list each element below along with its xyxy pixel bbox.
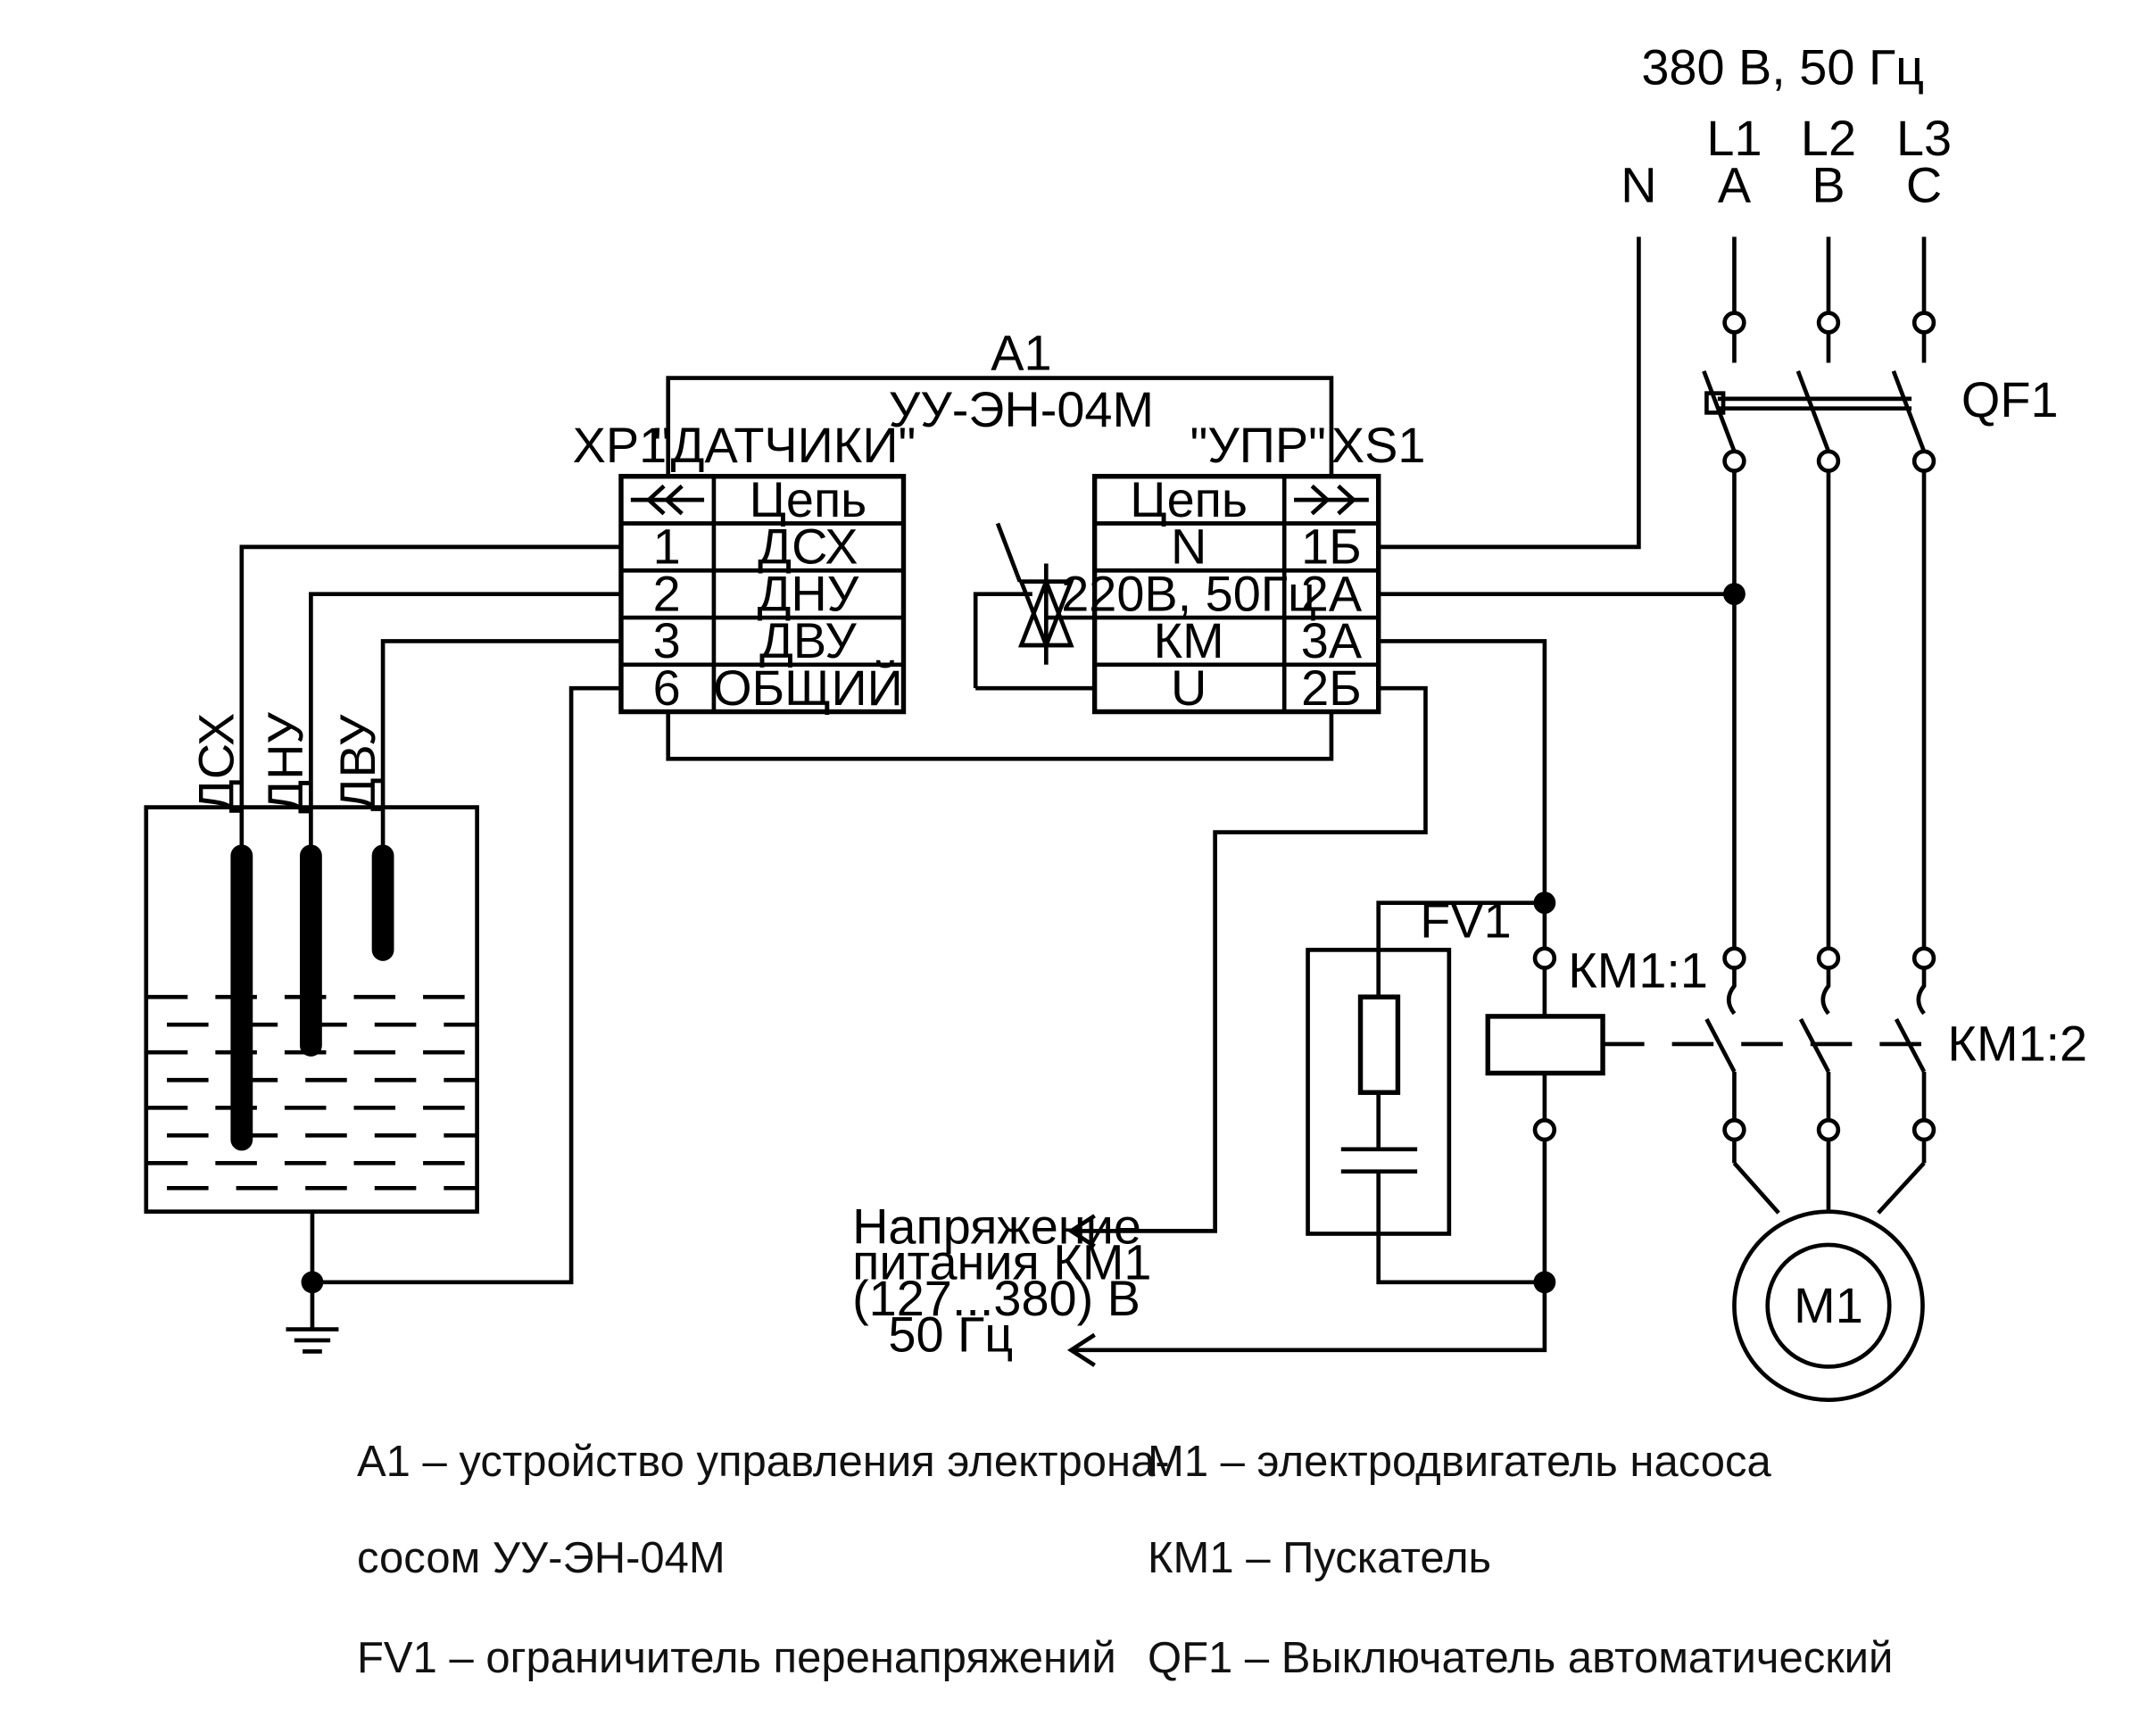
arrow-supply-1 (1066, 1214, 1096, 1248)
phase-c-label: C (1906, 157, 1942, 213)
left-circuit-dvu: ДВУ (759, 612, 857, 668)
right-pin-2a: 2А (1301, 565, 1363, 621)
phase-b-label: B (1812, 157, 1845, 213)
legend-a1-line1: А1 – устройство управления электрона- (357, 1438, 1170, 1486)
legend-qf1: QF1 – Выключатель автоматический (1148, 1634, 1894, 1682)
contactor-coil-icon (1485, 1014, 1605, 1076)
km1-1-label: КМ1:1 (1568, 941, 1708, 998)
supply-note-line3: (127...380) В (852, 1270, 1140, 1326)
control-connector-table (1091, 474, 1381, 715)
supply-voltage-label: 380 В, 50 Гц (1641, 39, 1924, 95)
probe-dvu-label: ДВУ (329, 714, 386, 811)
sensor-wires (239, 544, 621, 1330)
junction-phase-a (1723, 583, 1746, 606)
left-pin-2: 2 (653, 565, 681, 621)
left-circuit-dsh: ДСХ (758, 518, 858, 575)
supply-note-line2: питания КМ1 (852, 1234, 1151, 1290)
junction-coil-top (1533, 892, 1556, 915)
xs1-label: XS1 (1331, 417, 1426, 473)
fv1-label: FV1 (1420, 892, 1511, 948)
sensors-connector-table (618, 474, 907, 715)
contactor-km1-2-icon (1603, 946, 1940, 1142)
unit-model-label: УУ-ЭН-04М (889, 381, 1154, 437)
left-table-header: Цепь (750, 471, 867, 527)
right-circuit-n: N (1171, 518, 1207, 575)
supply-wires (1378, 236, 1927, 949)
supply-note-line4: 50 Гц (888, 1306, 1013, 1362)
left-pin-1: 1 (653, 518, 681, 575)
right-circuit-km: КМ (1154, 612, 1224, 668)
right-pin-2b: 2Б (1301, 659, 1362, 716)
legend-m1: М1 – электродвигатель насоса (1148, 1438, 1771, 1486)
plug-symbol-icon (630, 484, 705, 516)
unit-a1-outline (666, 376, 1334, 761)
legend-fv1: FV1 – ограничитель перенапряжений (357, 1634, 1116, 1682)
phase-l2-label: L2 (1801, 110, 1856, 166)
junction-coil-bottom (1533, 1271, 1556, 1294)
phase-a-label: A (1718, 157, 1752, 213)
surge-limiter-fv1-icon (1306, 948, 1452, 1236)
phase-l3-label: L3 (1896, 110, 1952, 166)
unit-a1-label: А1 (991, 324, 1051, 380)
triac-icon (973, 522, 1095, 691)
phase-l1-label: L1 (1706, 110, 1762, 166)
left-circuit-common: ОБЩИЙ (713, 659, 903, 716)
probe-dnu-label: ДНУ (257, 712, 313, 814)
right-table-header: Цепь (1130, 471, 1248, 527)
left-pin-6: 6 (653, 659, 681, 716)
motor-m1-icon (1732, 1139, 1927, 1403)
legend-a1-line2: сосом УУ-ЭН-04М (357, 1534, 726, 1582)
sensors-title: "ДАТЧИКИ" (653, 417, 916, 473)
left-pin-3: 3 (653, 612, 681, 668)
left-circuit-dnu: ДНУ (758, 565, 859, 621)
xp1-label: ХР1 (573, 417, 668, 473)
right-circuit-220v: 220В, 50Гц (1061, 565, 1316, 621)
control-title: "УПР" (1190, 417, 1326, 473)
breaker-qf1-icon (1702, 311, 1936, 473)
socket-symbol-icon (1294, 484, 1369, 516)
right-pin-1b: 1Б (1301, 518, 1362, 575)
m1-label: М1 (1794, 1277, 1863, 1333)
supply-note-line1: Напряжение (852, 1198, 1141, 1254)
ground-icon (286, 1327, 339, 1354)
probe-dsh-label: ДСХ (188, 713, 245, 813)
coil-terminal-bottom (1532, 1117, 1557, 1142)
right-circuit-u: U (1171, 659, 1207, 716)
coil-terminal-top (1532, 946, 1557, 970)
km1-2-label: КМ1:2 (1947, 1016, 2087, 1072)
arrow-supply-2 (1066, 1332, 1096, 1367)
qf1-label: QF1 (1961, 371, 2059, 427)
legend-km1: КМ1 – Пускатель (1148, 1534, 1492, 1582)
right-pin-3a: 3А (1301, 612, 1363, 668)
neutral-label: N (1621, 157, 1656, 213)
junction-ground (301, 1271, 324, 1294)
coil-wires (1074, 639, 1547, 1353)
